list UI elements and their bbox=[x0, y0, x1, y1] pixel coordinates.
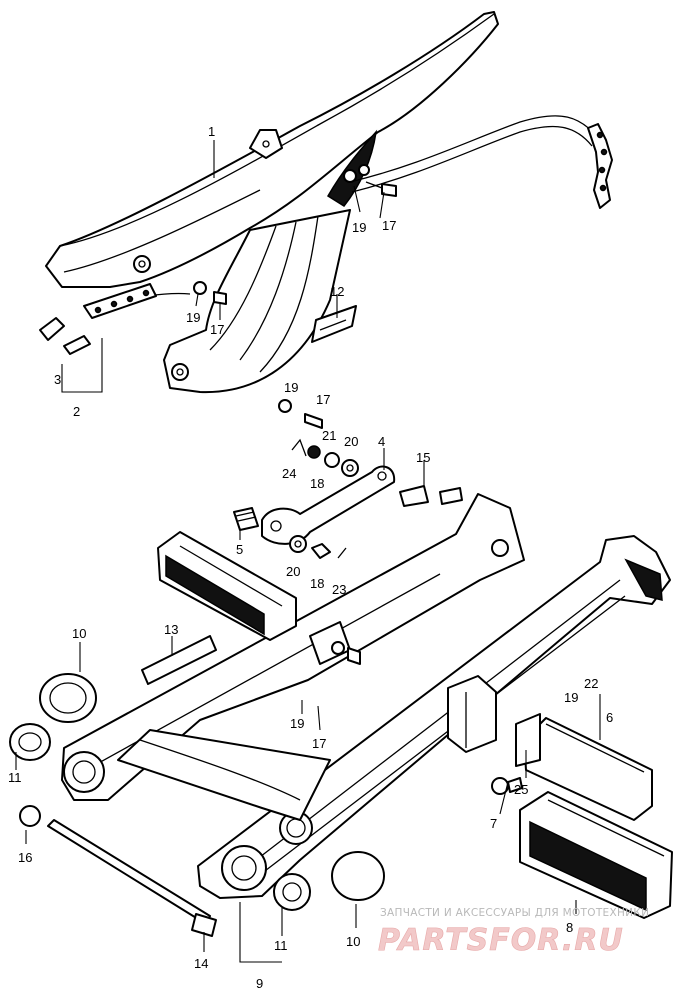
chain-case bbox=[45, 11, 499, 394]
callout-19-swingarm: 19 bbox=[290, 716, 304, 731]
callout-24: 24 bbox=[282, 466, 296, 481]
callout-17-swingarm: 17 bbox=[312, 736, 326, 751]
callout-18-lower: 18 bbox=[310, 576, 324, 591]
callout-10-left: 10 bbox=[72, 626, 86, 641]
callout-21: 21 bbox=[322, 428, 336, 443]
watermark-caption: ЗАПЧАСТИ И АКСЕССУАРЫ ДЛЯ МОТОТЕХНИКИ bbox=[380, 907, 649, 919]
callout-6: 6 bbox=[606, 710, 613, 725]
callout-9: 9 bbox=[256, 976, 263, 991]
chain-case-hardware bbox=[193, 169, 397, 343]
callout-1: 1 bbox=[208, 124, 215, 139]
callout-3: 3 bbox=[54, 372, 61, 387]
callout-19-adjuster: 19 bbox=[284, 380, 298, 395]
footpegs bbox=[157, 531, 673, 919]
callout-17-chain-case: 17 bbox=[382, 218, 396, 233]
pivot-parts bbox=[9, 635, 385, 937]
callout-25: 25 bbox=[514, 782, 528, 797]
callout-7: 7 bbox=[490, 816, 497, 831]
callout-4: 4 bbox=[378, 434, 385, 449]
callout-13: 13 bbox=[164, 622, 178, 637]
adjuster-link bbox=[233, 399, 463, 559]
swingarm bbox=[61, 493, 671, 899]
callout-11-right: 11 bbox=[274, 938, 288, 953]
callout-8: 8 bbox=[566, 920, 573, 935]
callout-19-footpeg: 19 bbox=[564, 690, 578, 705]
callout-15: 15 bbox=[416, 450, 430, 465]
callout-2: 2 bbox=[73, 404, 80, 419]
callout-22: 22 bbox=[584, 676, 598, 691]
callout-20-lower: 20 bbox=[286, 564, 300, 579]
callout-16: 16 bbox=[18, 850, 32, 865]
callout-17-adjuster: 17 bbox=[316, 392, 330, 407]
callout-17-lower-left: 17 bbox=[210, 322, 224, 337]
callout-14: 14 bbox=[194, 956, 208, 971]
callout-10-right: 10 bbox=[346, 934, 360, 949]
leader-lines bbox=[15, 140, 601, 963]
callout-18-upper: 18 bbox=[310, 476, 324, 491]
callout-5: 5 bbox=[236, 542, 243, 557]
drive-chain bbox=[39, 115, 613, 393]
callout-19-lower-left: 19 bbox=[186, 310, 200, 325]
callout-20-upper: 20 bbox=[344, 434, 358, 449]
watermark: ЗАПЧАСТИ И АКСЕССУАРЫ ДЛЯ МОТОТЕХНИКИ PA… bbox=[378, 907, 649, 958]
callout-11-left: 11 bbox=[8, 770, 22, 785]
callout-23: 23 bbox=[332, 582, 346, 597]
callout-12: 12 bbox=[330, 284, 344, 299]
callout-numbers: 1 2 3 4 5 6 7 8 9 10 10 11 11 12 13 14 1… bbox=[8, 124, 613, 991]
watermark-brand: PARTSFOR.RU bbox=[378, 923, 624, 958]
callout-19-chain-case: 19 bbox=[352, 220, 366, 235]
